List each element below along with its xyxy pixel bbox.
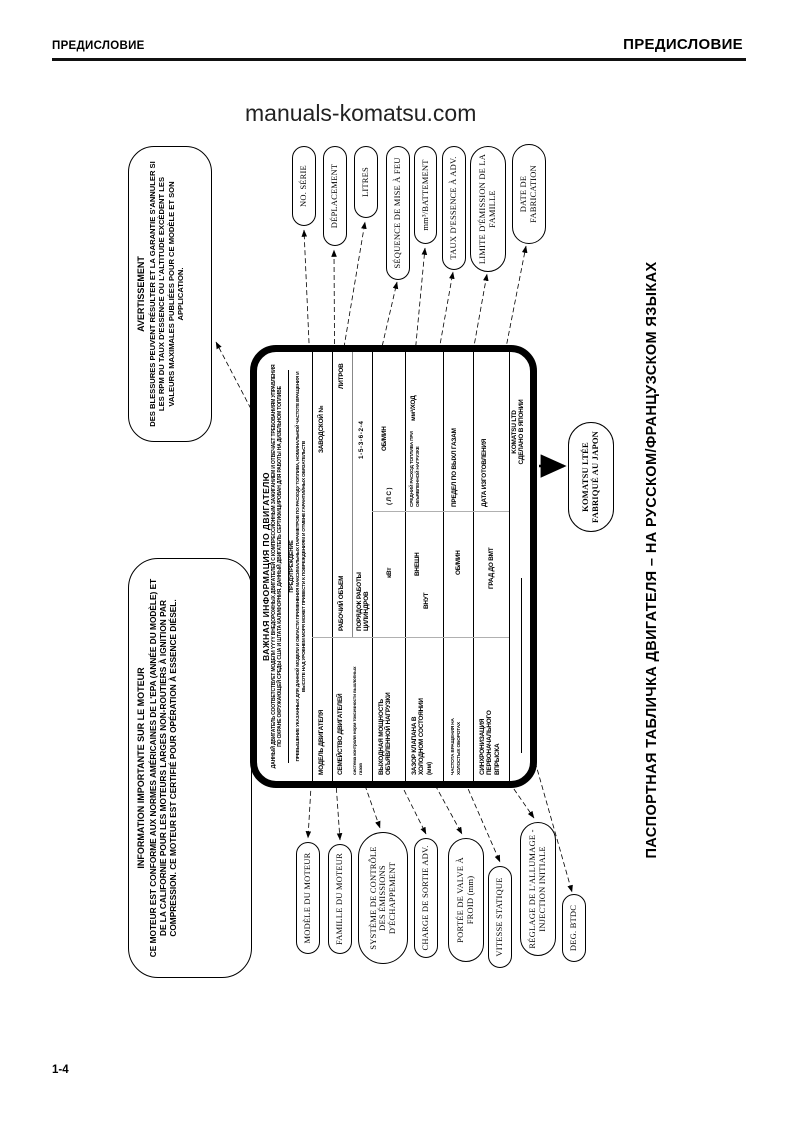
plate-valve-label: ЗАЗОР КЛАПАНА В ХОЛОДНОМ СОСТОЯНИИ (мм)	[411, 698, 433, 775]
plate-family-sub: система контроля норм токсичности выхлоп…	[353, 666, 364, 775]
plate-power-label: ВЫХОДНАЯ МОЩНОСТЬ ОБЪЯВЛЕННОЙ НАГРУЗКИ	[378, 692, 393, 775]
plate-displacement-unit: ЛИТРОВ	[338, 363, 345, 389]
callout-firing-order: SÉQUENCE DE MISE À FEU	[386, 146, 410, 280]
info-note-body: CE MOTEUR EST CONFORME AUX NORMES AMÉRIC…	[148, 578, 179, 958]
callout-displacement: DÉPLACEMENT	[323, 146, 347, 246]
plate-valve-in: ВНУТ	[423, 592, 430, 609]
plate-firing-order-value: 1-5-3-6-2-4	[358, 420, 365, 459]
plate-timing-label: СИНХРОНИЗАЦИЯ ПЕРВОНАЧАЛЬНОГО ВПРЫСКА	[479, 710, 501, 775]
callout-date-of-manufacture: DATE DE FABRICATION	[512, 144, 546, 244]
callout-injection-timing: RÉGLAGE DE L'ALLUMAGE - INJECTION INITIA…	[520, 822, 556, 956]
callout-emission-system: SYSTÈME DE CONTRÔLE DES ÉMISSIONS D'ÉCHA…	[358, 832, 408, 964]
plate-firing-order-label: ПОРЯДОК РАБОТЫ ЦИЛИНДРОВ	[356, 572, 371, 631]
figure-caption: ПАСПОРТНАЯ ТАБЛИЧКА ДВИГАТЕЛЯ – НА РУССК…	[644, 261, 660, 859]
callout-litres: LITRES	[354, 146, 378, 218]
plate-title: ВАЖНАЯ ИНФОРМАЦИЯ ПО ДВИГАТЕЛЮ	[261, 472, 271, 661]
callout-fuel-rate: TAUX D'ESSENCE À ADV.	[442, 146, 466, 270]
callout-mm3-stroke: mm³/BATTEMENT	[414, 146, 437, 244]
callout-emission-limit: LIMITE D'ÉMISSION DE LA FAMILLE	[470, 146, 506, 272]
plate-valve-ex: ВНЕШН	[414, 552, 421, 576]
komatsu-ltee-text: KOMATSU LTÉE FABRIQUÉ AU JAPON	[580, 430, 600, 524]
plate-family-label: СЕМЕЙСТВО ДВИГАТЕЛЕЙ	[337, 693, 344, 775]
header-rule	[52, 58, 746, 61]
plate-emission-label: ПРЕДЕЛ ПО ВЫХЛ ГАЗАМ	[451, 428, 458, 507]
warning-note-title: AVERTISSEMENT	[136, 256, 146, 332]
engine-nameplate: ВАЖНАЯ ИНФОРМАЦИЯ ПО ДВИГАТЕЛЮ ДАННЫЙ ДВ…	[250, 345, 537, 788]
callout-static-speed: VITESSE STATIQUE	[488, 866, 512, 968]
plate-date-label: ДАТА ИЗГОТОВЛЕНИЯ	[481, 438, 488, 507]
komatsu-ltee-pill: KOMATSU LTÉE FABRIQUÉ AU JAPON	[568, 422, 614, 532]
callout-engine-model: MODÈLE DU MOTEUR	[296, 842, 320, 954]
plate-power-rpm: ОБ/МИН	[381, 426, 388, 451]
header-left-title: ПРЕДИСЛОВИЕ	[52, 40, 145, 52]
page-number: 1-4	[52, 1064, 69, 1076]
plate-fuel-label: СРЕДНИЙ РАСХОД ТОПЛИВА ПРИ ОБЪЯВЛЕННОЙ Н…	[410, 431, 421, 507]
plate-certification-text: ДАННЫЙ ДВИГАТЕЛЬ СООТВЕТСТВУЕТ МОДЕЛИ YY…	[271, 364, 283, 769]
plate-serial-label: ЗАВОДСКОЙ №	[318, 405, 325, 453]
plate-power-kw: кВт	[386, 567, 393, 578]
callout-valve-lash: PORTÉE DE VALVE À FROID (mm)	[448, 838, 484, 962]
plate-idle-label: ЧАСТОТА ВРАЩЕНИЯ НА ХОЛОСТЫХ ОБОРОТАХ	[451, 718, 462, 775]
plate-power-hp: ( Л С )	[386, 487, 393, 505]
plate-maker: KOMATSU LTD СДЕЛАНО В ЯПОНИИ	[511, 399, 526, 465]
warning-note-body: DES BLESSURES PEUVENT RÉSULTER ET LA GAR…	[148, 161, 185, 427]
callout-serial-no: NO. SÉRIE	[292, 146, 316, 226]
plate-warning-text: ПРЕВЫШЕНИЕ УКАЗАННЫХ ДЛЯ ДАННОЙ МОДЕЛИ И…	[295, 371, 306, 762]
nameplate-diagram: INFORMATION IMPORTANTE SUR LE MOTEUR CE …	[120, 140, 680, 990]
plate-model-label: МОДЕЛЬ ДВИГАТЕЛЯ	[318, 709, 325, 775]
info-note: INFORMATION IMPORTANTE SUR LE MOTEUR CE …	[128, 558, 252, 978]
plate-fuel-unit: мм³/ХОД	[410, 395, 417, 422]
header-right-title: ПРЕДИСЛОВИЕ	[623, 36, 743, 53]
plate-displacement-label: РАБОЧИЙ ОБЪЕМ	[338, 575, 345, 631]
info-note-title: INFORMATION IMPORTANTE SUR LE MOTEUR	[136, 667, 146, 869]
plate-timing-unit: ГРАД ДО ВМТ	[488, 547, 495, 589]
callout-output-load: CHARGE DE SORTIE ADV.	[414, 838, 438, 958]
warning-note: AVERTISSEMENT DES BLESSURES PEUVENT RÉSU…	[128, 146, 212, 442]
watermark-text: manuals-komatsu.com	[245, 100, 477, 126]
callout-engine-family: FAMILLE DU MOTEUR	[328, 844, 352, 954]
plate-idle-unit: ОБ/МИН	[455, 550, 462, 575]
callout-deg-btdc: DEG. BTDC	[562, 894, 586, 962]
